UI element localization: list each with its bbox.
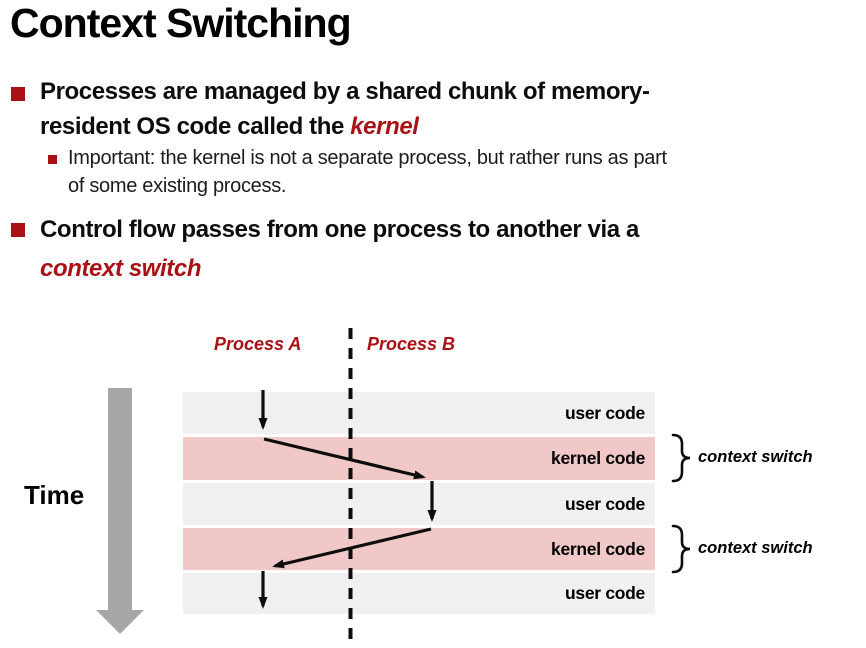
user-code-band: user code — [183, 573, 655, 614]
kernel-code-band: kernel code — [183, 437, 655, 480]
bullet-2-line-1: Control flow passes from one process to … — [40, 216, 639, 243]
band-label: user code — [565, 583, 645, 603]
bullet-square-icon — [11, 87, 25, 101]
bullet-1-line-2: resident OS code called the — [40, 113, 351, 140]
user-code-band: user code — [183, 483, 655, 525]
curly-brace-icon — [671, 433, 691, 483]
user-code-band: user code — [183, 392, 655, 434]
curly-brace-icon — [671, 524, 691, 574]
time-axis-label: Time — [24, 480, 85, 510]
band-label: user code — [565, 493, 645, 514]
context-switch-emphasis: context switch — [40, 255, 202, 282]
kernel-emphasis: kernel — [350, 113, 419, 140]
context-switch-annotation: context switch — [698, 448, 813, 466]
sub-bullet: Important: the kernel is not a separate … — [68, 144, 667, 200]
bullet-1: Processes are managed by a shared chunk … — [40, 74, 650, 144]
sub-bullet-square-icon — [48, 155, 57, 164]
bullet-2: Control flow passes from one process to … — [40, 210, 639, 288]
sub-bullet-line-2: of some existing process. — [68, 175, 287, 197]
time-arrow-icon — [96, 388, 144, 634]
sub-bullet-line-1: Important: the kernel is not a separate … — [68, 147, 667, 169]
bullet-square-icon — [11, 223, 25, 237]
context-switch-annotation: context switch — [698, 539, 813, 557]
braces — [671, 433, 691, 574]
bullet-1-line-1: Processes are managed by a shared chunk … — [40, 78, 650, 105]
band-label: kernel code — [551, 448, 645, 468]
kernel-code-band: kernel code — [183, 528, 655, 570]
band-label: kernel code — [551, 538, 645, 559]
band-label: user code — [565, 402, 645, 423]
process-b-label: Process B — [367, 334, 456, 354]
page-title: Context Switching — [10, 0, 352, 46]
process-a-label: Process A — [214, 334, 302, 354]
